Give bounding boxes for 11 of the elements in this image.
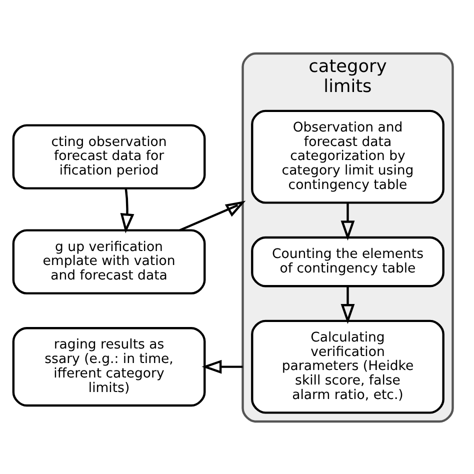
arrow	[120, 188, 134, 233]
node-box: raging results as ssary (e.g.: in time, ifferent category limits)	[12, 326, 206, 406]
node-box: Counting the elements of contingency table	[250, 236, 444, 287]
arrow	[178, 200, 246, 231]
node-box: g up verification emplate with vation and forecast data	[12, 228, 206, 294]
node-box: Observation and forecast data categorization by category limit using contingency table	[250, 109, 444, 204]
node-box: cting observation forecast data for ification period	[12, 124, 206, 189]
arrow	[340, 286, 354, 324]
arrow	[201, 359, 242, 374]
arrow	[340, 202, 354, 240]
node-box: Calculating verification parameters (Heidke skill score, false alarm ratio, etc.)	[250, 319, 444, 414]
